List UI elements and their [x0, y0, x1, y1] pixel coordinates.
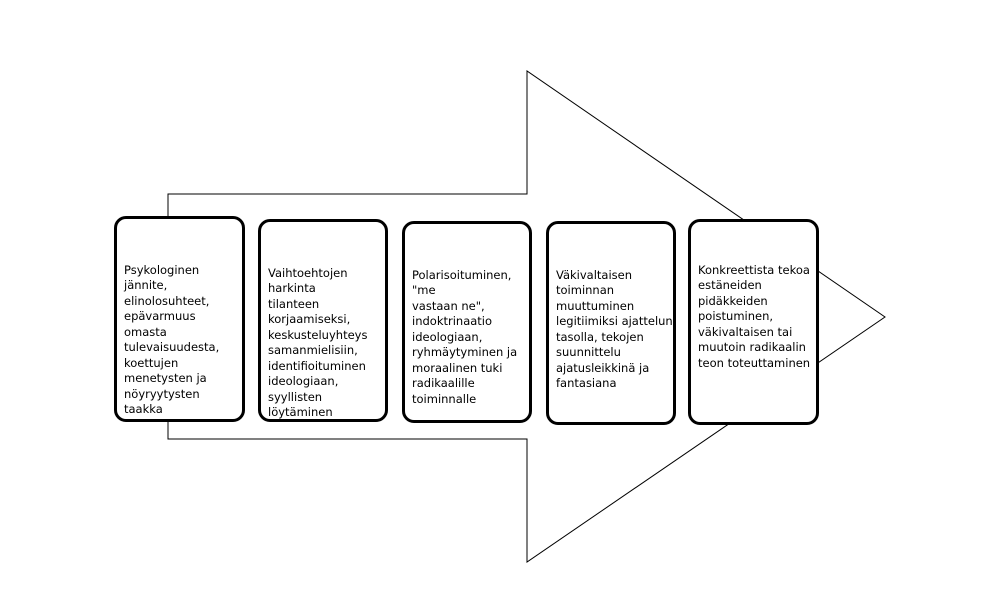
stage-box-5: Konkreettista tekoa estäneiden pidäkkeid… — [688, 219, 819, 425]
stage-1-text: Psykologinen jännite, elinolosuhteet, ep… — [124, 262, 220, 417]
stage-4-text: Väkivaltaisen toiminnan muuttuminen legi… — [556, 267, 673, 391]
stage-box-4: Väkivaltaisen toiminnan muuttuminen legi… — [546, 221, 676, 425]
stage-box-1: Psykologinen jännite, elinolosuhteet, ep… — [114, 216, 245, 422]
stage-box-2: Vaihtoehtojen harkinta tilanteen korjaam… — [258, 219, 388, 422]
stage-box-3: Polarisoituminen, "me vastaan ne", indok… — [402, 221, 532, 423]
stage-5-text: Konkreettista tekoa estäneiden pidäkkeid… — [698, 262, 811, 370]
arrow-outline — [167, 70, 886, 563]
stage-2-text: Vaihtoehtojen harkinta tilanteen korjaam… — [268, 265, 368, 420]
stage-3-text: Polarisoituminen, "me vastaan ne", indok… — [412, 267, 518, 406]
